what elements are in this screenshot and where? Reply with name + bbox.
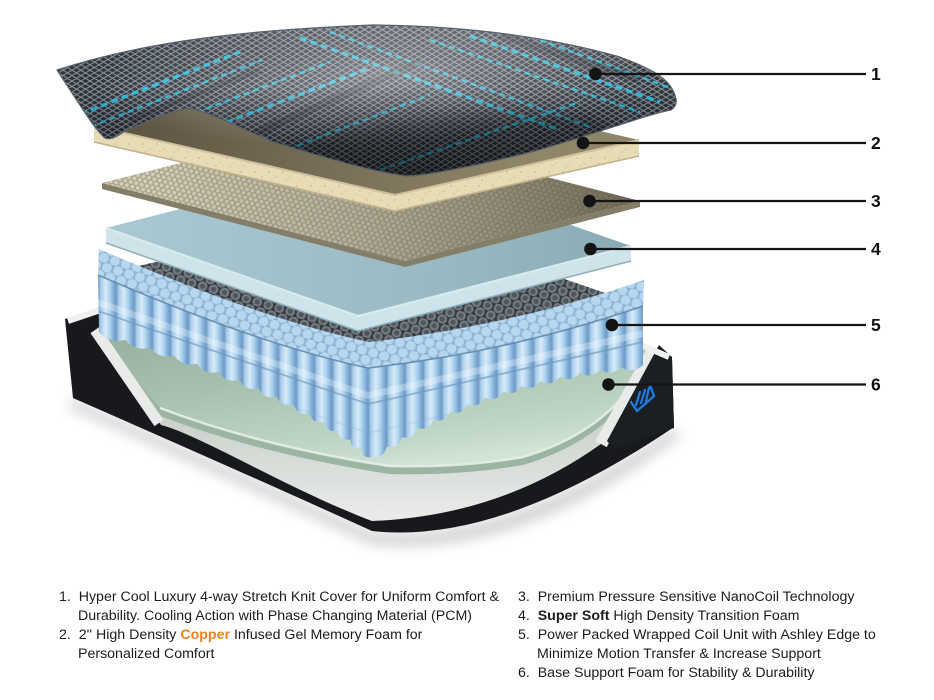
svg-text:3: 3 <box>871 191 881 211</box>
svg-text:5: 5 <box>871 315 881 335</box>
svg-text:2: 2 <box>871 133 881 153</box>
svg-text:6: 6 <box>871 375 881 395</box>
svg-text:4: 4 <box>871 239 881 259</box>
svg-text:1: 1 <box>871 64 881 84</box>
